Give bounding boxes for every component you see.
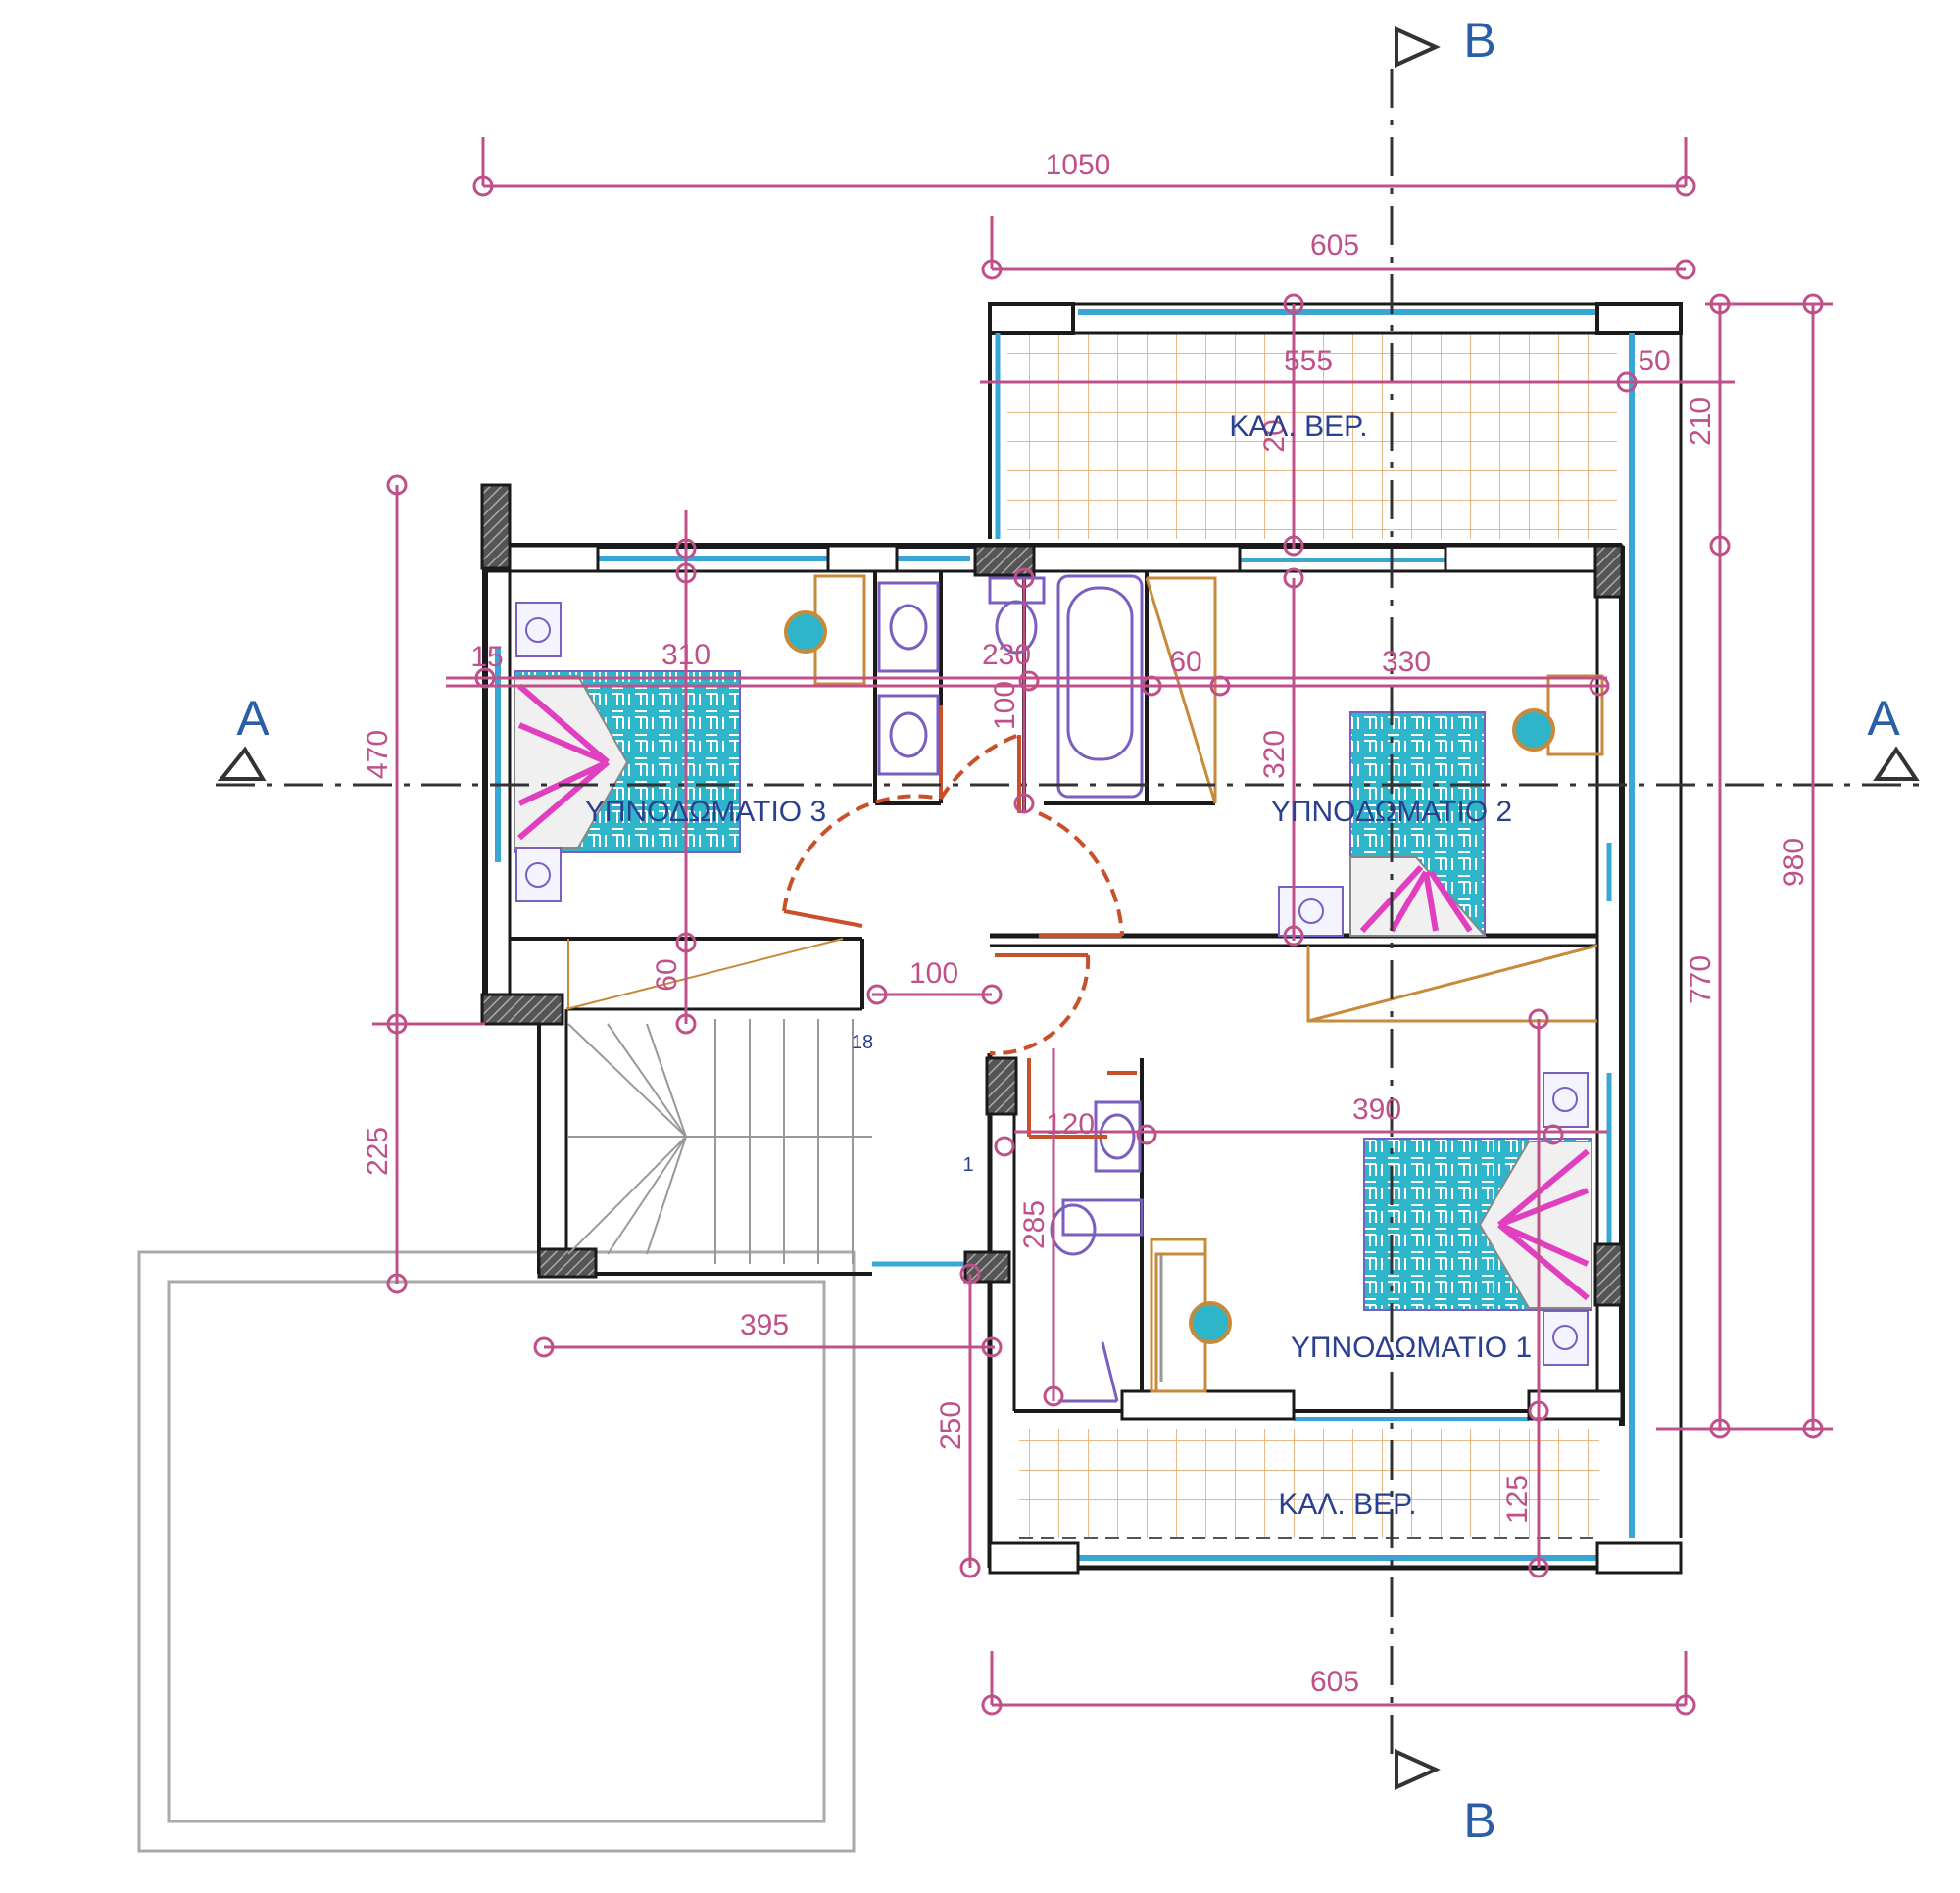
dim-top-width: 605 [1310,229,1359,262]
windows [495,544,1683,1575]
dim-corridor-100: 100 [909,957,958,990]
label-bedroom3: ΥΠΝΟΔΩΜΑΤΙΟ 3 [585,796,826,828]
label-bedroom2: ΥΠΝΟΔΩΜΑΤΙΟ 2 [1271,796,1512,828]
section-b-top: B [1463,13,1495,68]
dim-corridor-60: 60 [651,958,683,991]
doors [782,705,1137,1139]
label-bedroom1: ΥΠΝΟΔΩΜΑΤΙΟ 1 [1291,1332,1532,1364]
section-b-bottom: B [1463,1793,1495,1848]
dim-wc-285: 285 [1018,1200,1051,1249]
stair-step-18: 18 [852,1032,873,1053]
bed-room3 [514,670,741,853]
dim-right-total: 980 [1778,838,1810,887]
dim-gap-60: 60 [1169,646,1201,678]
desks [784,574,1604,1393]
dim-left-225: 225 [362,1127,394,1176]
dim-stair-395: 395 [740,1309,789,1341]
section-a-right: A [1867,691,1900,746]
section-a-left: A [236,691,270,746]
dim-bath-width: 230 [982,639,1031,671]
dim-left-470: 470 [362,730,394,779]
dim-small-15: 15 [470,641,503,673]
dim-room1-width: 390 [1352,1093,1401,1126]
stairs [565,938,872,1264]
section-lines [216,25,1921,1791]
dim-room2-width: 330 [1382,646,1431,678]
dim-overall-width: 1050 [1046,149,1111,181]
dim-balcony-125: 125 [1501,1475,1534,1524]
stair-step-1: 1 [962,1154,973,1176]
bed-room2 [1349,711,1488,937]
dim-bottom-width: 605 [1310,1666,1359,1698]
nightstands [515,602,1589,1366]
dimension-lines [372,137,1833,1716]
dim-right-lower: 770 [1685,955,1717,1004]
balcony-top [988,302,1683,539]
dim-wc-120: 120 [1046,1108,1095,1141]
bed-room1 [1363,1138,1592,1311]
columns [480,483,1624,1307]
balcony-bottom [1019,1429,1599,1539]
dim-balcony-20: 20 [1258,419,1291,452]
label-balcony-top: ΚΑΛ. ΒΕΡ. [1229,411,1367,443]
dim-left-250: 250 [935,1401,967,1450]
dim-right-top: 210 [1685,397,1717,446]
dim-balcony-inner: 555 [1284,345,1333,377]
pool-outline [137,1250,856,1853]
right-glazing [1629,333,1683,1538]
bathroom-fixtures [877,574,1144,1403]
dim-room2-depth: 320 [1258,730,1291,779]
dim-balcony-edge: 50 [1638,345,1670,377]
label-balcony-bottom: ΚΑΛ. ΒΕΡ. [1278,1488,1416,1521]
dim-bath-depth: 100 [989,681,1021,730]
dim-room3-width: 310 [662,639,710,671]
